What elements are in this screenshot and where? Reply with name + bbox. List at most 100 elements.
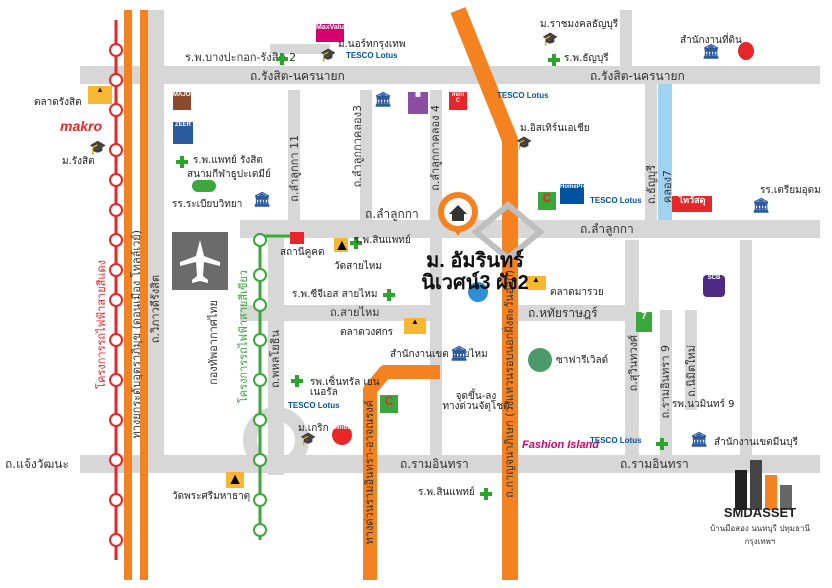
school-icon: 🏛: [253, 191, 271, 207]
project-title: ม. อัมรินทร์ นิเวศน์3 ผัง2: [400, 250, 550, 294]
makro-logo: makro: [60, 118, 103, 134]
road-bangpakok: [270, 44, 330, 54]
red-line-station-15: [109, 533, 123, 547]
scb-logo: SCB: [703, 275, 725, 297]
place-expressway: จุดขึ้น-ลง ทางด่วนจัตุโชติ: [442, 391, 510, 412]
train-station-icon: [290, 232, 304, 244]
place-wongsakorn-market: ตลาดวงศกร: [340, 327, 394, 338]
green-line-station-5: [253, 373, 267, 387]
green-line-station-3: [253, 298, 267, 312]
market-icon: ▲: [404, 318, 426, 334]
place-patrangsit-hosp: ร.พ.แพทย์ รังสิต: [193, 155, 263, 166]
red-line-station-9: [109, 293, 123, 307]
place-rangsit-univ: ม.รังสิต: [62, 156, 95, 167]
road-nimitmai: [685, 310, 697, 410]
green-line-station-1: [253, 233, 267, 247]
green-line-station-9: [253, 523, 267, 537]
road-label-ramintra-arat: ทางด่วนรามอินทรา-อาจณรงค์: [363, 400, 376, 545]
road-khlong3: [360, 90, 372, 220]
road-label-rangsit-nakhonnayok-right: ถ.รังสิต-นครนายก: [590, 69, 685, 83]
road-label-khlong3: ถ.ลำลูกกาคลอง3: [351, 105, 364, 188]
road-label-khlong4: ถ.ลำลูกกาคลอง 4: [429, 105, 442, 191]
place-rangsit-school: รร.ระเบียบวิทยา: [172, 199, 243, 210]
road-suwinthawong: [625, 240, 639, 460]
hospital-icon: [480, 488, 492, 500]
temple-icon: ▲: [334, 237, 350, 254]
road-lamlukka11: [288, 90, 300, 220]
university-icon: 🎓: [89, 139, 107, 155]
green-line-station-8: [253, 493, 267, 507]
place-sinphaet-hosp: ร.พ.สินแพทย์: [354, 235, 411, 246]
landmark-icon: [468, 282, 488, 302]
hospital-icon: [656, 438, 668, 450]
road-label-ramintra9: ถ.รามอินทรา 9: [659, 345, 672, 419]
canal-khlong7: [658, 80, 672, 230]
red-line-station-3: [109, 103, 123, 117]
university-icon: 🎓: [320, 47, 337, 62]
road-label-phahon: ถ.พหลโยธิน: [269, 330, 282, 388]
red-line-station-10: [109, 333, 123, 347]
mini-c-logo: mini C: [449, 92, 467, 110]
highway-ramintra-arat: [363, 365, 440, 580]
road-label-lamlukka11: ถ.ลำลูกกา 11: [288, 135, 301, 202]
place-marui-market: ตลาดมารวย: [550, 287, 604, 298]
place-rajamangala: ม.ราชมงคลธัญบุรี: [540, 19, 619, 30]
road-lamlukka: [240, 220, 820, 238]
road-label-bangpakok: ร.พ.บางปะกอก-รังสิต 2: [185, 51, 297, 64]
hospital-icon: [383, 289, 395, 301]
tesco-mid-logo: TESCO Lotus: [497, 91, 549, 100]
rail-label-red: โครงการรถไฟฟ้าสายสีแดง: [95, 260, 108, 389]
highway-tollway: [124, 10, 148, 580]
road-label-suwinthawong: ถ.สุวินทวงศ์: [627, 335, 640, 392]
tesco-right-logo: TESCO Lotus: [590, 196, 642, 205]
road-rangsit-nakhonnayok: [80, 66, 820, 84]
interchange-diamond: [471, 201, 545, 262]
hospital-icon: [176, 156, 188, 168]
road-label-tollway: ทางยกระดับอุตราภิมุข (ดอนเมือง โทลล์เวย์…: [130, 230, 143, 439]
place-stadium: สนามกีฬาธูปะเตมีย์: [187, 169, 271, 180]
temple-icon: ▲: [226, 471, 244, 488]
safari-icon: [528, 348, 552, 372]
maxvalu-logo: MaxValu: [316, 24, 344, 42]
fuel-station-icon: [738, 42, 754, 60]
red-line-station-7: [109, 233, 123, 247]
road-label-changwattana: ถ.แจ้งวัฒนะ: [5, 457, 69, 471]
building-icon: ▦: [408, 92, 428, 114]
road-label-dhanyaburi: ถ.ธัญบุรี: [645, 165, 658, 205]
road-label-saimai: ถ.สายไหม: [330, 306, 380, 319]
hospital-icon: [350, 237, 362, 249]
hospital-icon: [548, 54, 560, 66]
road-label-rangsit-nakhonnayok-left: ถ.รังสิต-นครนายก: [250, 69, 345, 83]
market-icon: ▲: [526, 276, 546, 290]
place-cgs-hosp: ร.พ.ซีจีเอส สายไหม: [292, 289, 378, 300]
road-label-vibhavadi: ถ.วิภาวดีรังสิต: [149, 275, 162, 344]
university-icon: 🎓: [542, 31, 559, 46]
road-dhanyaburi: [645, 80, 657, 230]
red-line-station-4: [109, 143, 123, 157]
road-label-hathairat: ถ.หทัยราษฎร์: [528, 306, 598, 320]
office-icon: 🏛: [690, 431, 708, 447]
hospital-icon: [276, 53, 288, 65]
place-north-bkk-univ: ม.นอร์ทกรุงเทพ: [338, 39, 406, 50]
label-thai-airforce: กองทัพอากาศไทย: [207, 300, 220, 385]
road-rangsit-east: [620, 10, 632, 70]
central-logo: Central: [332, 425, 353, 445]
market-icon: ▲: [88, 86, 112, 104]
university-icon: 🎓: [516, 135, 533, 150]
green-line-station-2: [253, 268, 267, 282]
road-label-kanchanaphisek: ถ.กาญจนาภิเษก (วงแหวนรอบนอกฝั่งตะวันออก): [503, 270, 516, 498]
place-dhanyaburi-hosp: ร.พ.ธัญบุรี: [564, 53, 609, 64]
rail-label-green: โครงการรถไฟฟ้าสายสีเขียว: [237, 270, 250, 404]
university-icon: 🎓: [300, 431, 317, 446]
place-central-hosp: รพ.เซ็นทรัล เยนเนอรัล: [310, 377, 380, 398]
road-hathairat: [510, 305, 630, 321]
green-line-station-4: [253, 333, 267, 347]
red-line-station-11: [109, 373, 123, 387]
thaiwatsadu-logo: ไทวัสดุ: [672, 196, 712, 212]
bigc-logo: C: [538, 192, 556, 210]
place-wat-saimai: วัดสายไหม: [334, 261, 382, 272]
home-pin-icon: [438, 192, 478, 236]
smdasset-logo-icon: [735, 460, 792, 510]
place-minburi-office: สำนักงานเขตมีนบุรี: [714, 437, 798, 448]
